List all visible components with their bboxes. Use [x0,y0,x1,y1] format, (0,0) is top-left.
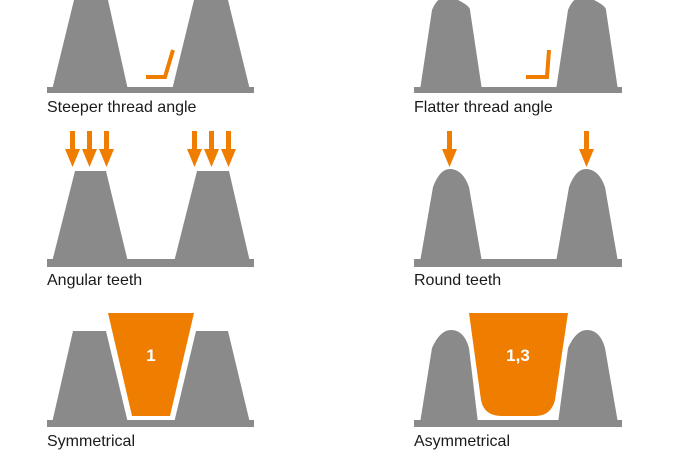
base-bar [414,259,622,267]
base-bar [47,87,254,93]
angle-marker-icon [526,49,551,79]
force-arrow-icon [99,131,114,167]
base-bar [414,87,622,93]
asymmetrical-profile-label: 1,3 [506,346,530,365]
tooth-right [558,330,618,423]
caption-symmetrical: Symmetrical [47,433,136,450]
tooth-left [52,0,128,90]
base-bar [47,420,254,427]
asymmetrical-profile-shape [469,313,568,416]
tooth-right [174,171,250,262]
symmetrical-profile-shape [108,313,194,416]
force-arrow-icon [579,131,594,167]
symmetrical-profile-label: 1 [146,346,155,365]
round-teeth-figure [414,131,622,267]
force-arrow-icon [65,131,80,167]
tooth-left [420,330,478,423]
base-bar [414,420,622,427]
tooth-left [420,0,482,90]
caption-angular-teeth: Angular teeth [47,272,143,289]
caption-asymmetrical: Asymmetrical [414,433,511,450]
force-arrow-icon [221,131,236,167]
steeper-thread-figure [47,0,254,93]
force-arrow-icon [82,131,97,167]
symmetrical-figure [47,313,254,427]
force-arrow-icon [187,131,202,167]
tooth-left [420,168,482,262]
angle-marker-icon [146,49,175,79]
tooth-right [174,331,250,423]
angular-teeth-figure [47,131,254,267]
tooth-left [52,331,128,423]
tooth-left [52,171,128,262]
force-arrow-icon [204,131,219,167]
asymmetrical-figure [414,313,622,427]
base-bar [47,259,254,267]
tooth-right [556,0,618,90]
caption-round-teeth: Round teeth [414,272,502,289]
force-arrow-icon [442,131,457,167]
tooth-right [556,168,618,262]
caption-flatter-thread-angle: Flatter thread angle [414,99,553,116]
caption-steeper-thread-angle: Steeper thread angle [47,99,197,116]
tooth-right [172,0,250,90]
flatter-thread-figure [414,0,622,93]
